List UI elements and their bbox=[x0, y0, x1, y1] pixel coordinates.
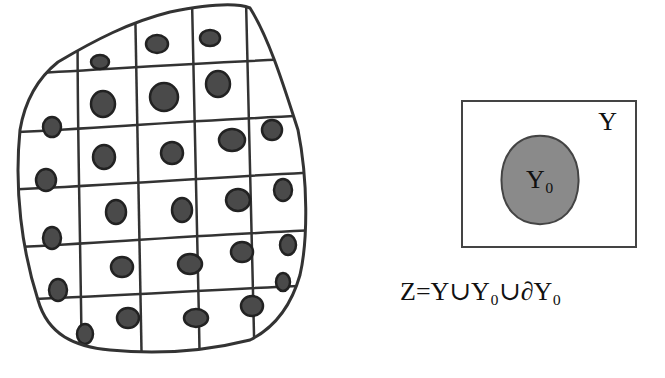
inclusion-shape: Y₀ bbox=[499, 134, 581, 226]
formula-label: Z=Y∪Y₀∪∂Y₀ bbox=[400, 278, 561, 307]
cell-grid bbox=[0, 0, 320, 378]
domain-outline bbox=[18, 5, 306, 352]
inclusions bbox=[36, 30, 296, 344]
unit-cell-box: Y Y₀ bbox=[461, 100, 637, 248]
cell-label: Y bbox=[598, 108, 617, 137]
inclusion-label: Y₀ bbox=[526, 166, 554, 195]
